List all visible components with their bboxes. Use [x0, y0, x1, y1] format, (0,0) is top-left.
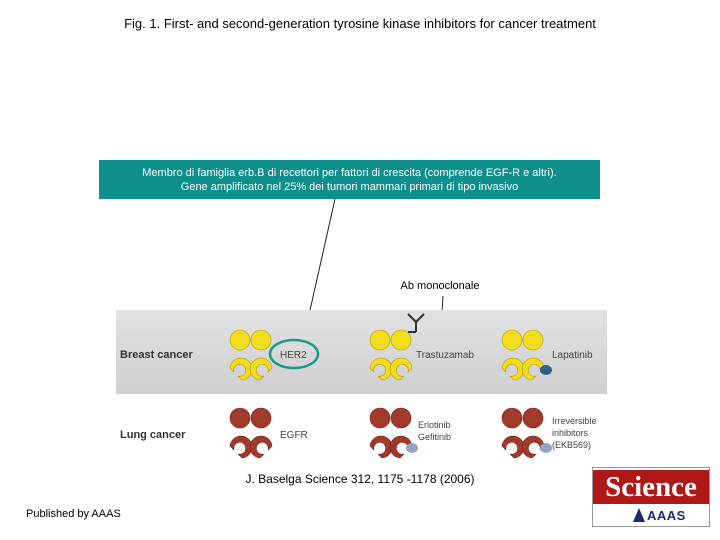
callout-line-1: Membro di famiglia erb.B di recettori pe… [142, 167, 557, 179]
her2-label: HER2 [280, 350, 307, 361]
ekb569-molecule-icon [540, 443, 552, 453]
figure-title: Fig. 1. First- and second-generation tyr… [124, 16, 596, 31]
receptor-figure: Breast cancer Lung cancer HER2 Trastuzam… [116, 310, 607, 462]
gefitinib-label: Gefitinib [418, 432, 451, 442]
breast-cancer-band [116, 310, 607, 394]
her2-receptor [229, 329, 273, 381]
erlotinib-molecule-icon [406, 443, 418, 453]
inhibitors-label: inhibitors [552, 428, 589, 438]
lapatinib-molecule-icon [540, 365, 552, 375]
egfr-label: EGFR [280, 430, 308, 441]
science-logo: Science AAAS [592, 467, 710, 527]
antibody-label: Ab monoclonale [400, 280, 480, 292]
trastuzamab-label: Trastuzamab [416, 350, 474, 361]
irreversible-label: Irreversible [552, 416, 597, 426]
ekb569-label: (EKB569) [552, 440, 591, 450]
egfr-receptor [229, 407, 273, 459]
science-wordmark: Science [593, 470, 709, 504]
callout-pointer-line [305, 198, 336, 329]
trastuzamab-receptor [369, 329, 413, 381]
row-label-lung-cancer: Lung cancer [120, 429, 186, 441]
lapatinib-label: Lapatinib [552, 350, 593, 361]
aaas-wordmark: AAAS [647, 508, 686, 523]
callout-box: Membro di famiglia erb.B di recettori pe… [99, 160, 600, 199]
lapatinib-receptor [501, 329, 545, 381]
citation: J. Baselga Science 312, 1175 -1178 (2006… [245, 472, 475, 486]
erlotinib-receptor [369, 407, 413, 459]
callout-line-2: Gene amplificato nel 25% dei tumori mamm… [180, 181, 519, 193]
publisher-note: Published by AAAS [26, 508, 121, 520]
antibody-icon [407, 313, 425, 333]
aaas-mark-icon [633, 508, 645, 522]
her2-highlight-ring [268, 338, 320, 370]
irreversible-inhibitor-receptor [501, 407, 545, 459]
row-label-breast-cancer: Breast cancer [120, 349, 193, 361]
erlotinib-label: Erlotinib [418, 420, 451, 430]
